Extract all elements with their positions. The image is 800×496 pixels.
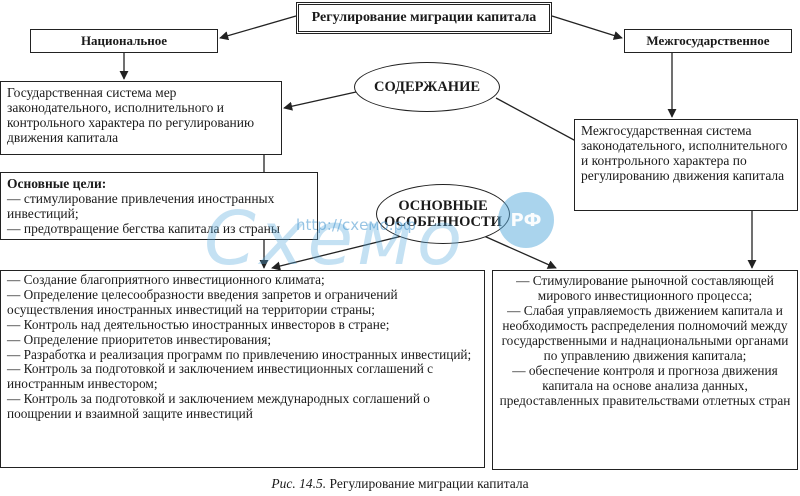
interstate-features-list: — Стимулирование рыночной составляющей м…	[492, 270, 798, 470]
list-item: — Контроль над деятельностью иностранных…	[7, 316, 390, 332]
list-item: — Разработка и реализация программ по пр…	[7, 346, 472, 362]
diagram-title: Регулирование миграции капитала	[296, 2, 552, 34]
goal-item: — стимулирование привлечения иностранных…	[7, 191, 275, 221]
interstate-label: Межгосударственное	[624, 29, 792, 53]
national-description: Государственная система мер законодатель…	[0, 81, 282, 155]
interstate-description: Межгосударственная система законодательн…	[574, 119, 798, 211]
list-item: — Контроль за подготовкой и заключением …	[7, 361, 434, 392]
figure-caption-text: Регулирование миграции капитала	[329, 476, 529, 491]
features-ellipse: ОСНОВНЫЕ ОСОБЕННОСТИ	[376, 184, 510, 244]
figure-caption: Рис. 14.5. Регулирование миграции капита…	[0, 476, 800, 492]
arrow-features-to-national	[271, 235, 403, 271]
list-item: — Стимулирование рыночной составляющей м…	[516, 273, 774, 303]
content-ellipse: СОДЕРЖАНИЕ	[354, 62, 500, 112]
list-item: — Определение целесообразности введения …	[7, 286, 398, 317]
list-item: — обеспечение контроля и прогноза движен…	[499, 363, 791, 408]
list-item: — Создание благоприятного инвестиционног…	[7, 272, 325, 287]
figure-number: Рис. 14.5.	[271, 476, 327, 491]
arrow-content-to-national	[283, 91, 357, 111]
goal-item: — предотвращение бегства капитала из стр…	[7, 221, 280, 236]
national-goals: Основные цели: — стимулирование привлече…	[0, 172, 318, 240]
arrow-title-to-national	[219, 15, 297, 41]
arrow-features-to-interstate	[483, 235, 557, 269]
national-label: Национальное	[30, 29, 218, 53]
arrow-title-to-interstate	[551, 15, 623, 40]
national-features-list: — Создание благоприятного инвестиционног…	[0, 270, 485, 468]
goals-title: Основные цели:	[7, 176, 107, 191]
list-item: — Определение приоритетов инвестирования…	[7, 331, 272, 347]
list-item: — Слабая управляемость движением капитал…	[501, 303, 789, 363]
list-item: — Контроль за подготовкой и заключением …	[7, 391, 430, 422]
